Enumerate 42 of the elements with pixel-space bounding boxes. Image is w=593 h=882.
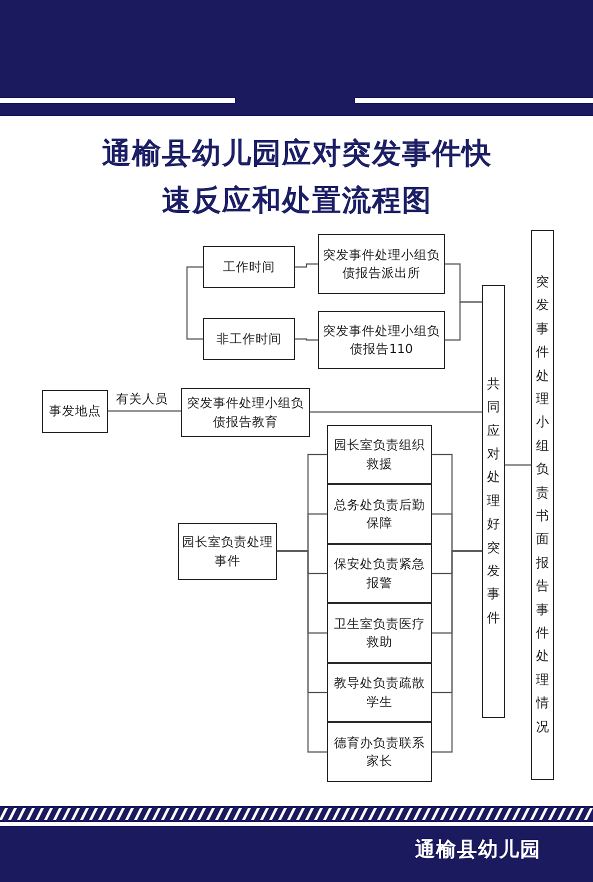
box-text: 园长室负责组织救援 (333, 436, 426, 472)
box-text: 总务处负责后勤保障 (333, 496, 426, 532)
process-box (203, 246, 295, 288)
process-box (203, 318, 295, 360)
footer-text: 通榆县幼儿园 (415, 836, 541, 863)
process-box (327, 484, 432, 544)
connector-line (432, 550, 482, 753)
process-box (327, 603, 432, 663)
connector-line (277, 550, 327, 753)
edge-label: 有关人员 (116, 391, 168, 408)
process-box (327, 544, 432, 603)
process-box (327, 425, 432, 484)
box-text: 教导处负责疏散学生 (333, 674, 426, 710)
connector-line (295, 338, 318, 341)
vertical-box (531, 230, 554, 780)
process-box (181, 388, 310, 437)
process-box (318, 311, 445, 369)
box-text: 突发事件处理小组负责书面报告事件处理情况 (536, 274, 549, 737)
box-text: 卫生室负责医疗救助 (333, 614, 426, 651)
connector-line (108, 410, 181, 412)
box-text: 突发事件处理小组负债报告110 (322, 322, 441, 358)
process-box (318, 234, 445, 294)
connector-line (505, 464, 531, 466)
process-box (327, 722, 432, 782)
box-text: 非工作时间 (216, 330, 282, 348)
vertical-box (482, 285, 505, 718)
box-text: 突发事件处理小组负债报告教育 (186, 394, 305, 430)
box-text: 保安处负责紧急报警 (333, 555, 426, 592)
title: 通榆县幼儿园应对突发事件快速反应和处置流程图 (101, 135, 493, 219)
box-text: 园长室负责处理事件 (181, 533, 274, 570)
connector-line (295, 263, 318, 268)
process-box (178, 523, 277, 580)
connector-line (186, 266, 203, 340)
connector-line (445, 301, 482, 341)
box-text: 突发事件处理小组负债报告派出所 (322, 246, 441, 282)
box-text: 德育办负责联系家长 (333, 734, 426, 770)
box-text: 共同应对处理好突发事件 (487, 376, 500, 628)
connector-line (310, 411, 482, 413)
process-box (327, 663, 432, 722)
box-text: 事发地点 (49, 402, 101, 420)
box-text: 工作时间 (223, 258, 275, 276)
process-box (42, 390, 108, 433)
